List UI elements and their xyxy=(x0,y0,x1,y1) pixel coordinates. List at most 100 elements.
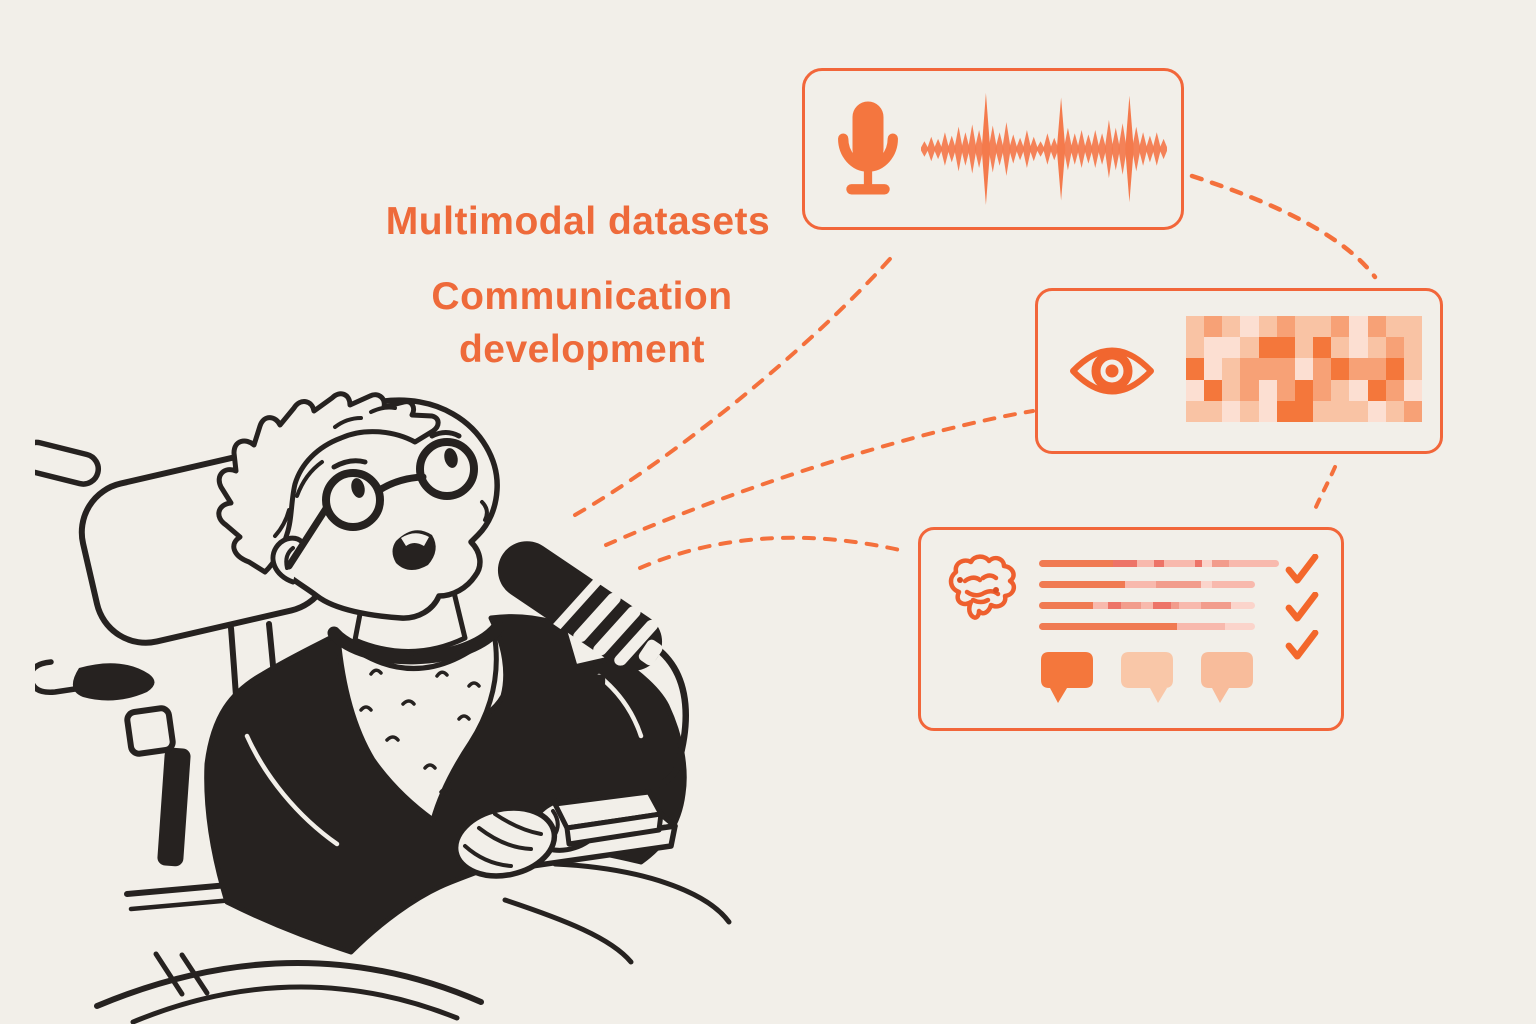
pixel-cell xyxy=(1367,337,1386,359)
pixel-cell xyxy=(1367,358,1386,380)
pixel-cell xyxy=(1186,379,1205,401)
pixel-cell xyxy=(1331,379,1350,401)
pixel-cell xyxy=(1240,400,1259,422)
text-line xyxy=(1039,581,1255,588)
caption-subtitle-line2: development xyxy=(458,328,706,371)
pixel-cell xyxy=(1367,379,1386,401)
pixel-cell xyxy=(1294,358,1314,380)
pixel-cell xyxy=(1294,316,1314,338)
pixel-cell xyxy=(1222,316,1241,338)
pixel-cell xyxy=(1204,400,1223,422)
speech-bubbles xyxy=(1041,652,1254,704)
pixel-cell xyxy=(1367,400,1386,422)
pixel-cell xyxy=(1313,379,1332,401)
check-icon xyxy=(1285,554,1319,584)
pixel-cell xyxy=(1186,316,1205,338)
pixel-cell xyxy=(1294,400,1314,422)
check-icon xyxy=(1285,630,1319,660)
pixel-cell xyxy=(1258,358,1277,380)
wheelchair xyxy=(35,439,732,1024)
pixel-cell xyxy=(1403,316,1422,338)
child-sweater xyxy=(204,614,687,955)
pixel-cell xyxy=(1403,400,1422,422)
wheelchair-armrest xyxy=(460,799,678,855)
pixel-cell xyxy=(1186,400,1205,422)
pixel-cell xyxy=(1222,358,1241,380)
speech-bubble-icon xyxy=(1121,652,1173,703)
pixel-cell xyxy=(1331,400,1350,422)
pixel-cell xyxy=(1276,337,1295,359)
child-head xyxy=(271,397,500,621)
child-hair xyxy=(216,391,441,575)
eye-icon xyxy=(1070,347,1154,395)
text-line xyxy=(1039,623,1255,630)
pixel-cell xyxy=(1313,337,1332,359)
wheelchair-handle-grip xyxy=(72,663,155,701)
pixel-cell xyxy=(1367,316,1386,338)
microphone-cable xyxy=(631,632,689,790)
audio-waveform xyxy=(921,93,1167,205)
armrest-and-hands xyxy=(452,795,678,879)
child-illustration xyxy=(35,391,732,1024)
text-line xyxy=(1039,602,1255,609)
pixel-cell xyxy=(1349,337,1368,359)
pixel-cell xyxy=(1349,400,1368,422)
wheelchair-headrest xyxy=(78,448,334,646)
vision-card xyxy=(1035,288,1443,454)
connector-vision-language xyxy=(1311,465,1337,516)
pixel-grid xyxy=(1186,316,1422,422)
brain-icon xyxy=(948,554,1017,620)
pixel-cell xyxy=(1258,316,1277,338)
wheelchair-wheel xyxy=(94,959,484,1009)
pixel-cell xyxy=(1258,379,1277,401)
text-line xyxy=(1039,560,1279,567)
pixel-cell xyxy=(1385,400,1404,422)
pixel-cell xyxy=(1403,337,1422,359)
pixel-cell xyxy=(1294,337,1314,359)
pixel-cell xyxy=(1240,316,1259,338)
microphone-body xyxy=(497,541,663,671)
pixel-cell xyxy=(1294,379,1314,401)
pixel-cell xyxy=(1403,379,1422,401)
child-torso xyxy=(204,614,687,955)
pixel-cell xyxy=(1403,358,1422,380)
pixel-cell xyxy=(1385,379,1404,401)
checkmarks xyxy=(1285,554,1319,660)
pixel-cell xyxy=(1331,337,1350,359)
caption-subtitle-line1: Communication xyxy=(431,275,733,318)
pixel-cell xyxy=(1258,337,1277,359)
pixel-cell xyxy=(1240,337,1259,359)
pixel-cell xyxy=(1385,316,1404,338)
pixel-cell xyxy=(1276,400,1295,422)
pixel-cell xyxy=(1349,316,1368,338)
check-icon xyxy=(1285,592,1319,622)
child-bandana xyxy=(335,630,499,823)
text-lines xyxy=(1039,560,1291,644)
pixel-cell xyxy=(1276,358,1295,380)
audio-card xyxy=(802,68,1184,230)
pixel-cell xyxy=(1331,358,1350,380)
pixel-cell xyxy=(1385,358,1404,380)
child-glasses xyxy=(285,438,478,570)
pixel-cell xyxy=(1313,316,1332,338)
wheelchair-buckle xyxy=(124,705,176,757)
child-hand-left xyxy=(452,805,558,879)
speech-bubble-icon xyxy=(1201,652,1253,703)
speech-bubble-icon xyxy=(1041,652,1093,703)
pixel-cell xyxy=(1240,358,1259,380)
pixel-cell xyxy=(1276,316,1295,338)
pixel-cell xyxy=(1313,358,1332,380)
pixel-cell xyxy=(1222,379,1241,401)
pixel-cell xyxy=(1385,337,1404,359)
connector-audio-vision xyxy=(1189,173,1378,280)
child-mouth xyxy=(392,530,436,571)
microphone-stand xyxy=(497,541,689,847)
pixel-cell xyxy=(1186,337,1205,359)
connector-vision xyxy=(604,409,1035,547)
pixel-cell xyxy=(1186,358,1205,380)
pixel-cell xyxy=(1276,379,1295,401)
pixel-cell xyxy=(1240,379,1259,401)
pixel-cell xyxy=(1313,400,1332,422)
